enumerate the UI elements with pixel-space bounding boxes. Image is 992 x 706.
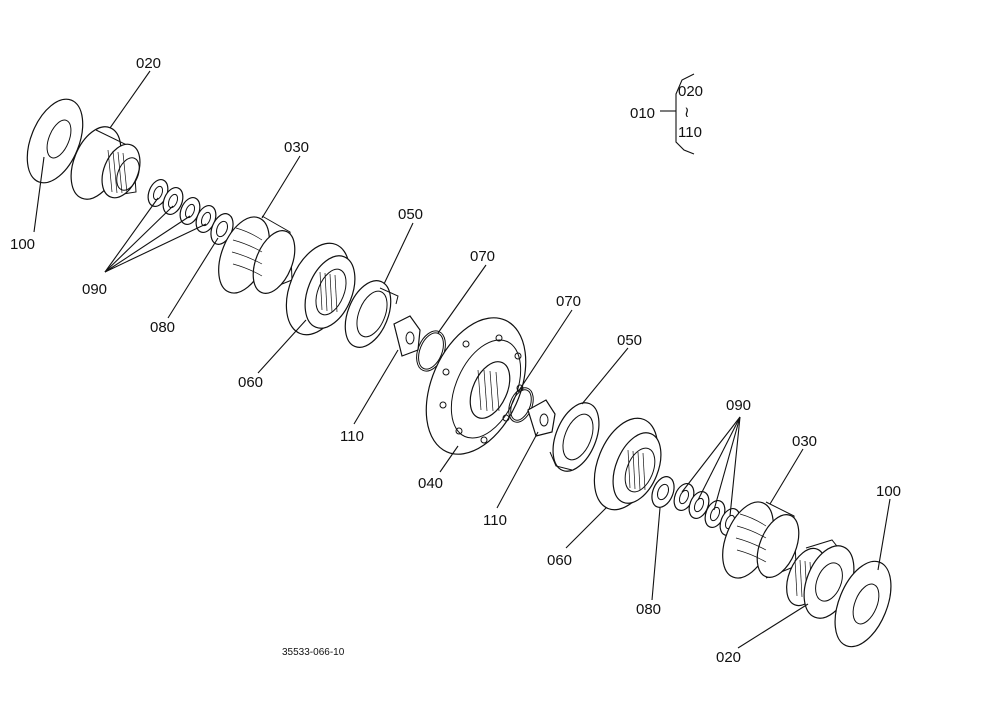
part-080-washer-left	[210, 213, 234, 245]
label-020-top-left: 020	[136, 55, 161, 72]
part-030-synchro-ring-right	[722, 501, 800, 579]
part-050-ring-right	[549, 402, 600, 472]
label-050-right: 050	[617, 332, 642, 349]
label-090-right: 090	[726, 397, 751, 414]
callout-labels: 020 100 090 080 030 060 050 110 070 040 …	[10, 55, 901, 666]
label-060-right: 060	[547, 552, 572, 569]
label-020-bottom-right: 020	[716, 649, 741, 666]
part-060-coupling-sleeve-left	[285, 242, 356, 336]
part-090-shims-left	[147, 178, 217, 234]
label-070-left: 070	[470, 248, 495, 265]
assembly-first-label: 020	[678, 83, 703, 100]
drawing-number: 35533-066-10	[282, 647, 345, 658]
label-100-left: 100	[10, 236, 35, 253]
label-070-right: 070	[556, 293, 581, 310]
part-020-splined-hub-left	[70, 126, 141, 200]
label-030-left: 030	[284, 139, 309, 156]
part-030-synchro-ring-left	[218, 215, 296, 294]
part-110-key-right	[527, 399, 556, 437]
assembly-parent-label: 010	[630, 105, 655, 122]
label-040: 040	[418, 475, 443, 492]
leader-lines	[33, 70, 891, 649]
part-040-center-hub	[425, 317, 527, 455]
assembly-range-symbol: ≀	[684, 104, 690, 121]
label-110-left: 110	[340, 428, 364, 445]
part-060-coupling-sleeve-right	[593, 417, 662, 511]
label-080-right: 080	[636, 601, 661, 618]
label-030-right: 030	[792, 433, 817, 450]
label-060-left: 060	[238, 374, 263, 391]
label-100-right: 100	[876, 483, 901, 500]
label-110-right: 110	[483, 512, 507, 529]
label-080-left: 080	[150, 319, 175, 336]
part-050-ring-left	[344, 280, 399, 348]
part-080-washer-right	[651, 476, 675, 508]
part-090-shims-right	[673, 482, 741, 537]
label-090-left: 090	[82, 281, 107, 298]
label-050-left: 050	[398, 206, 423, 223]
assembly-last-label: 110	[678, 124, 702, 141]
part-110-key-left	[393, 315, 421, 357]
assembly-bracket: 010 020 ≀ 110	[630, 73, 703, 155]
